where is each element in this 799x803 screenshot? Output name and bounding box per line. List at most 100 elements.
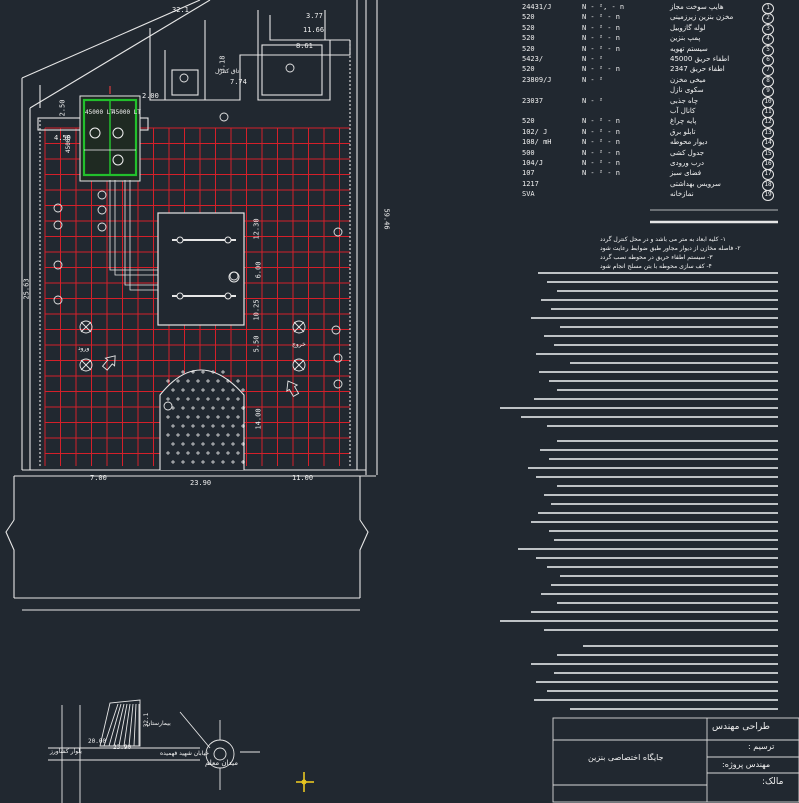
title-project-name: جایگاه اختصاصی بنزین bbox=[588, 753, 664, 762]
legend-col2: N - ² - n bbox=[582, 127, 620, 136]
canopy-island[interactable] bbox=[157, 212, 245, 326]
note-text-rule bbox=[544, 629, 778, 631]
legend-number: 6 bbox=[762, 55, 774, 66]
legend-number: 15 bbox=[762, 148, 774, 160]
legend-row: 1217 ﺳﺮﻭﯾﺲ ﺑﻬﺪﺍﺷﺘﯽ 18 bbox=[520, 179, 790, 191]
legend-number: 17 bbox=[762, 169, 774, 181]
legend-code: 24431/J bbox=[522, 3, 552, 11]
legend-desc: ﺳﮑﻮﯼ ﻧﺎﺯﻝ bbox=[670, 86, 704, 95]
crosshair-ucs-icon[interactable] bbox=[296, 772, 314, 792]
note-text-rule bbox=[557, 290, 778, 292]
legend-number: 7 bbox=[762, 65, 774, 77]
legend-code: SVA bbox=[522, 190, 535, 199]
note-text-rule bbox=[536, 557, 778, 559]
room-label-entry: ورود bbox=[78, 345, 90, 352]
legend-desc: ﻣﯿﺨﯽ ﻣﺨﺰﻥ bbox=[670, 75, 706, 84]
note-line: ۲- ﻓﺎﺻﻠﻪ ﻣﺨﺎﺯﻥ ﺍﺯ ﺩﯾﻮﺍﺭ ﻣﺠﺎﻭﺭ ﻃﺒﻖ ﺿﻮﺍﺑﻂ … bbox=[600, 245, 741, 252]
title-project-engineer: مهندس پروژه: bbox=[722, 760, 771, 769]
dim-left: 25.63 bbox=[22, 278, 31, 300]
dim-mid-2: 6.00 bbox=[254, 261, 263, 279]
note-text-rule bbox=[557, 389, 778, 391]
note-text-rule bbox=[533, 699, 778, 701]
note-text-rule bbox=[531, 663, 778, 665]
legend-col2: N - ² - n bbox=[582, 117, 620, 126]
note-text-rule bbox=[544, 494, 778, 496]
legend-row: SVA ﻧﻤﺎﺯﺧﺎﻧﻪ 19 bbox=[520, 190, 790, 202]
legend-number: 19 bbox=[762, 190, 774, 202]
legend-desc: ﮐﺎﻧﺎﻝ ﺁﺏ bbox=[670, 107, 696, 115]
ramp-stair bbox=[109, 180, 158, 291]
title-drafter: ترسیم : bbox=[748, 742, 775, 751]
legend-code: 1217 bbox=[522, 179, 539, 188]
dim-mid-5: 14.00 bbox=[254, 408, 263, 430]
room-label-control: اتاق کنترل bbox=[215, 68, 241, 75]
note-text-rule bbox=[546, 566, 778, 568]
room-dim-3: 8.61 bbox=[296, 42, 313, 50]
title-designer: طراحی مهندس bbox=[712, 722, 770, 732]
legend-col2: N - ² - n bbox=[582, 138, 620, 147]
legend-desc: ﺳﺮﻭﯾﺲ ﺑﻬﺪﺍﺷﺘﯽ bbox=[670, 179, 721, 188]
legend-number: 14 bbox=[762, 138, 774, 150]
location-map bbox=[48, 699, 260, 803]
legend-col2: N - ² - n bbox=[582, 65, 620, 74]
room-dim-6: 2.00 bbox=[142, 92, 159, 100]
note-text-rule bbox=[538, 371, 778, 373]
note-text-rule bbox=[531, 521, 778, 523]
legend-number: 3 bbox=[762, 23, 774, 35]
note-line: ۳- ﺳﯿﺴﺘﻢ ﺍﻃﻔﺎﺀ ﺣﺮﯾﻖ ﺩﺭ ﻣﺤﻮﻃﻪ ﻧﺼﺐ ﮔﺮﺩﺩ bbox=[600, 254, 713, 261]
legend-code: 23809/J bbox=[522, 75, 552, 84]
dim-bottom-2: 23.90 bbox=[190, 479, 212, 487]
note-text-rule bbox=[557, 485, 778, 487]
fuel-tank-group[interactable] bbox=[79, 86, 141, 182]
legend-code: 5423/ bbox=[522, 55, 544, 63]
title-owner: مالک: bbox=[762, 777, 784, 787]
note-text-rule bbox=[559, 326, 778, 328]
note-text-rule bbox=[528, 467, 778, 469]
map-label-street: خیابان شهید فهمیده bbox=[160, 750, 210, 757]
room-label-exit: خروج bbox=[292, 341, 306, 348]
note-text-rule bbox=[544, 335, 778, 337]
note-text-rule bbox=[536, 681, 778, 683]
legend-number: 18 bbox=[762, 179, 774, 191]
legend-col2: N - ², - n bbox=[582, 3, 625, 11]
note-text-rule bbox=[570, 362, 778, 364]
tank-label-1: 45000 LT bbox=[85, 109, 114, 116]
room-dim-8: 2.50 bbox=[58, 99, 67, 117]
note-text-rule bbox=[570, 708, 778, 710]
dim-right: 59.46 bbox=[382, 208, 391, 230]
legend-code: 520 bbox=[522, 44, 535, 53]
note-text-rule bbox=[518, 548, 778, 550]
map-dim-1: 23.90 bbox=[113, 744, 132, 751]
note-text-rule bbox=[499, 407, 778, 409]
legend-number: 1 bbox=[762, 3, 774, 14]
legend-desc: ﺍﻃﻔﺎﺀ ﺣﺮﯾﻖ 2347 bbox=[670, 65, 725, 74]
dim-mid-1: 12.30 bbox=[252, 218, 261, 240]
legend-number: 16 bbox=[762, 159, 774, 170]
legend-col2: N - ² - n bbox=[582, 13, 620, 22]
legend-code: 520 bbox=[522, 34, 535, 43]
legend-col2: N - ² bbox=[582, 75, 604, 84]
legend-desc: ﻟﻮﻟﻪ ﮔﺎﺯﻭﯾﯿﻞ bbox=[670, 23, 706, 32]
dim-top: 32.1 bbox=[172, 6, 189, 14]
note-text-rule bbox=[550, 584, 778, 586]
legend-code: 108/ mH bbox=[522, 138, 552, 147]
legend-code: 520 bbox=[522, 117, 535, 126]
legend-number: 10 bbox=[762, 96, 774, 108]
legend-desc: ﭘﻤﭗ ﺑﻨﺰﯾﻦ bbox=[670, 34, 701, 43]
legend-desc: ﻧﻤﺎﺯﺧﺎﻧﻪ bbox=[670, 190, 694, 199]
map-label-square: میدان معلم bbox=[205, 759, 238, 767]
note-text-rule bbox=[550, 503, 778, 505]
legend-rules bbox=[650, 209, 778, 224]
legend-number: 9 bbox=[762, 86, 774, 98]
legend-col2: N - ² - n bbox=[582, 44, 620, 53]
legend-desc: ﺩﯾﻮﺍﺭ ﻣﺤﻮﻃﻪ bbox=[670, 138, 708, 147]
map-dim-3: 32.1 bbox=[143, 712, 151, 728]
